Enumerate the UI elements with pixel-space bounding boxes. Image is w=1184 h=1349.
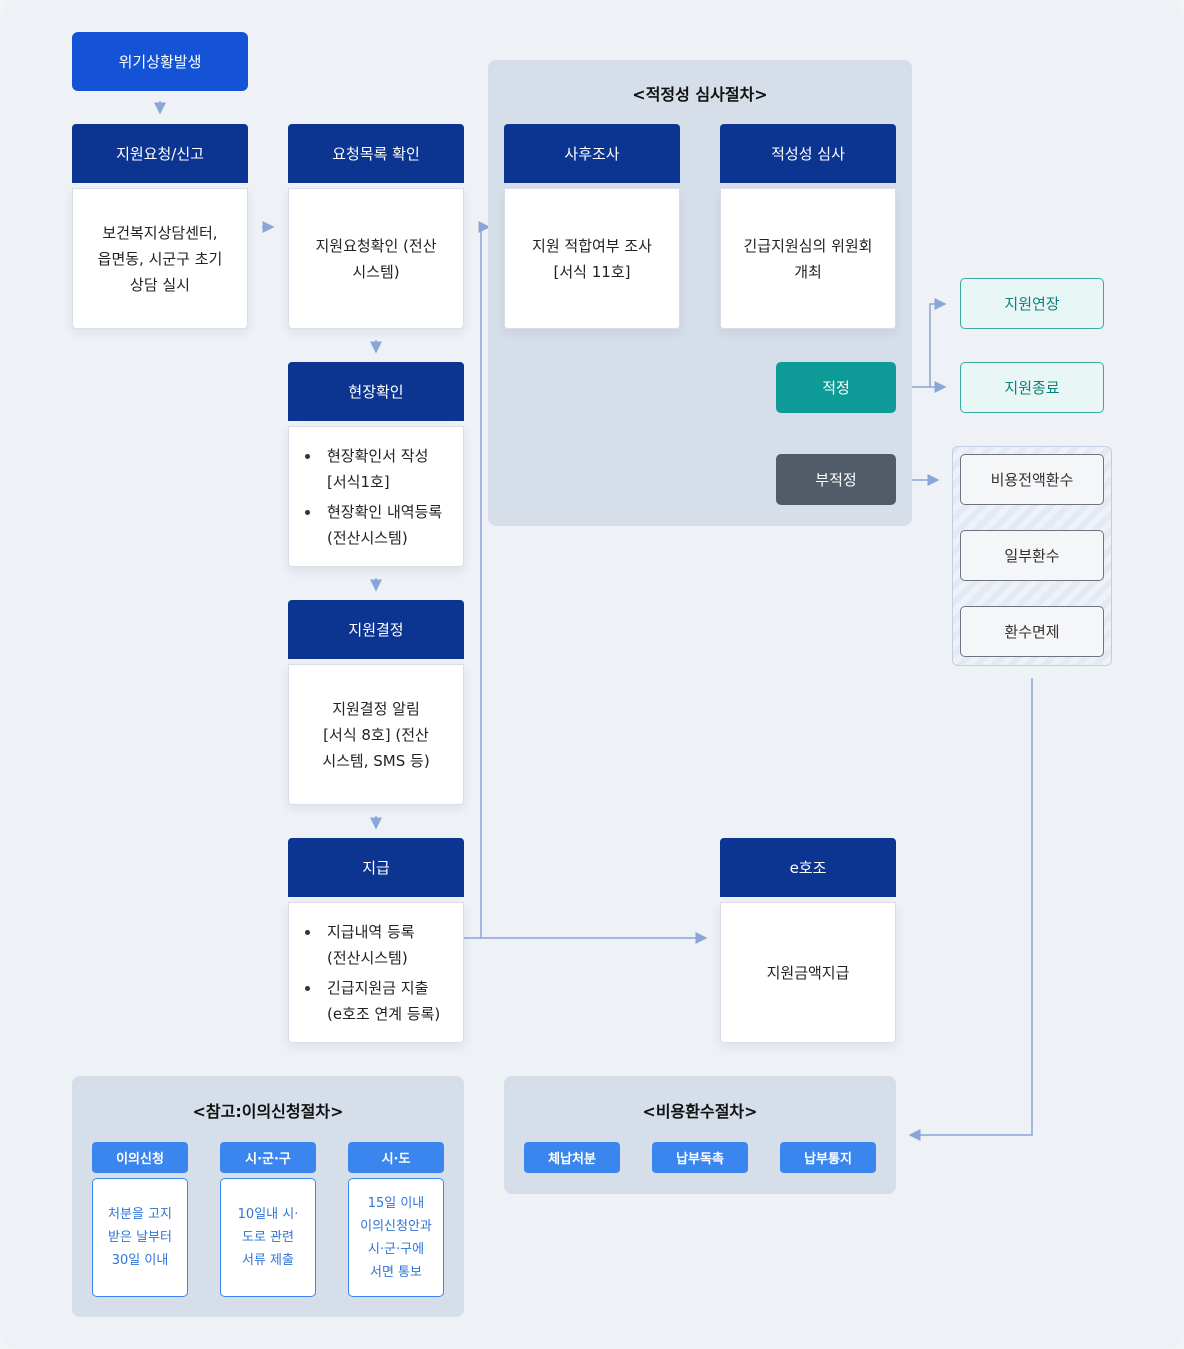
appeal-step-label: 시·군·구 [220, 1142, 316, 1173]
decision-body: 지원결정 알림 [서식 8호] (전산 시스템, SMS 등) [288, 664, 464, 805]
recovery-step-notice: 납부통지 [780, 1142, 876, 1173]
post-line-1: 지원 적합여부 조사 [532, 236, 652, 255]
request-line-1: 보건복지상담센터, [102, 223, 218, 242]
outcome-end: 지원종료 [960, 362, 1104, 413]
site-item: 현장확인 내역등록(전산시스템) [303, 499, 442, 551]
request-body: 보건복지상담센터, 읍면동, 시군구 초기 상담 실시 [72, 188, 248, 329]
appeal-step-body: 15일 이내 이의신청안과 시·군·구에 서면 통보 [348, 1178, 444, 1297]
confirm-body: 지원요청확인 (전산 시스템) [288, 188, 464, 329]
decision-line-2: [서식 8호] (전산 [323, 725, 429, 744]
payment-item: 긴급지원금 지출(e호조 연계 등록) [303, 975, 440, 1027]
review-header: 적성성 심사 [720, 124, 896, 183]
recovery-panel [504, 1076, 896, 1194]
not-ok-badge: 부적정 [776, 454, 896, 505]
ehojo-header: e호조 [720, 838, 896, 897]
appeal-step-body: 10일내 시· 도로 관련 서류 제출 [220, 1178, 316, 1297]
review-line-2: 개최 [794, 262, 822, 281]
confirm-header: 요청목록 확인 [288, 124, 464, 183]
confirm-line-1: 지원요청확인 (전산 [315, 236, 437, 255]
confirm-line-2: 시스템) [352, 262, 400, 281]
ok-badge: 적정 [776, 362, 896, 413]
recovery-step-seizure: 체납처분 [524, 1142, 620, 1173]
start-box: 위기상황발생 [72, 32, 248, 91]
outcome-partial-recovery: 일부환수 [960, 530, 1104, 581]
review-line-1: 긴급지원심의 위원회 [743, 236, 873, 255]
site-item: 현장확인서 작성[서식1호] [303, 443, 442, 495]
appeal-step-label: 시·도 [348, 1142, 444, 1173]
site-header: 현장확인 [288, 362, 464, 421]
post-header: 사후조사 [504, 124, 680, 183]
site-body: 현장확인서 작성[서식1호] 현장확인 내역등록(전산시스템) [288, 426, 464, 567]
appeal-step-body: 처분을 고지 받은 날부터 30일 이내 [92, 1178, 188, 1297]
recovery-panel-title: <비용환수절차> [642, 1102, 758, 1121]
payment-item: 지급내역 등록(전산시스템) [303, 919, 440, 971]
decision-line-1: 지원결정 알림 [332, 699, 420, 718]
payment-header: 지급 [288, 838, 464, 897]
recovery-step-reminder: 납부독촉 [652, 1142, 748, 1173]
request-line-2: 읍면동, 시군구 초기 [97, 249, 223, 268]
request-line-3: 상담 실시 [130, 275, 190, 294]
arrow-payment-post [464, 221, 491, 939]
ehojo-body: 지원금액지급 [720, 902, 896, 1043]
post-line-2: [서식 11호] [553, 262, 631, 281]
decision-line-3: 시스템, SMS 등) [322, 751, 430, 770]
outcome-extend: 지원연장 [960, 278, 1104, 329]
review-panel-title: <적정성 심사절차> [632, 85, 768, 104]
outcome-full-recovery: 비용전액환수 [960, 454, 1104, 505]
arrow-ok-extend [908, 298, 947, 388]
arrow-recovery-procedure [908, 678, 1033, 1141]
decision-header: 지원결정 [288, 600, 464, 659]
post-body: 지원 적합여부 조사 [서식 11호] [504, 188, 680, 329]
request-header: 지원요청/신고 [72, 124, 248, 183]
appeal-panel-title: <참고:이의신청절차> [192, 1102, 344, 1121]
appeal-step-label: 이의신청 [92, 1142, 188, 1173]
payment-body: 지급내역 등록(전산시스템) 긴급지원금 지출(e호조 연계 등록) [288, 902, 464, 1043]
review-body: 긴급지원심의 위원회 개최 [720, 188, 896, 329]
outcome-exemption: 환수면제 [960, 606, 1104, 657]
